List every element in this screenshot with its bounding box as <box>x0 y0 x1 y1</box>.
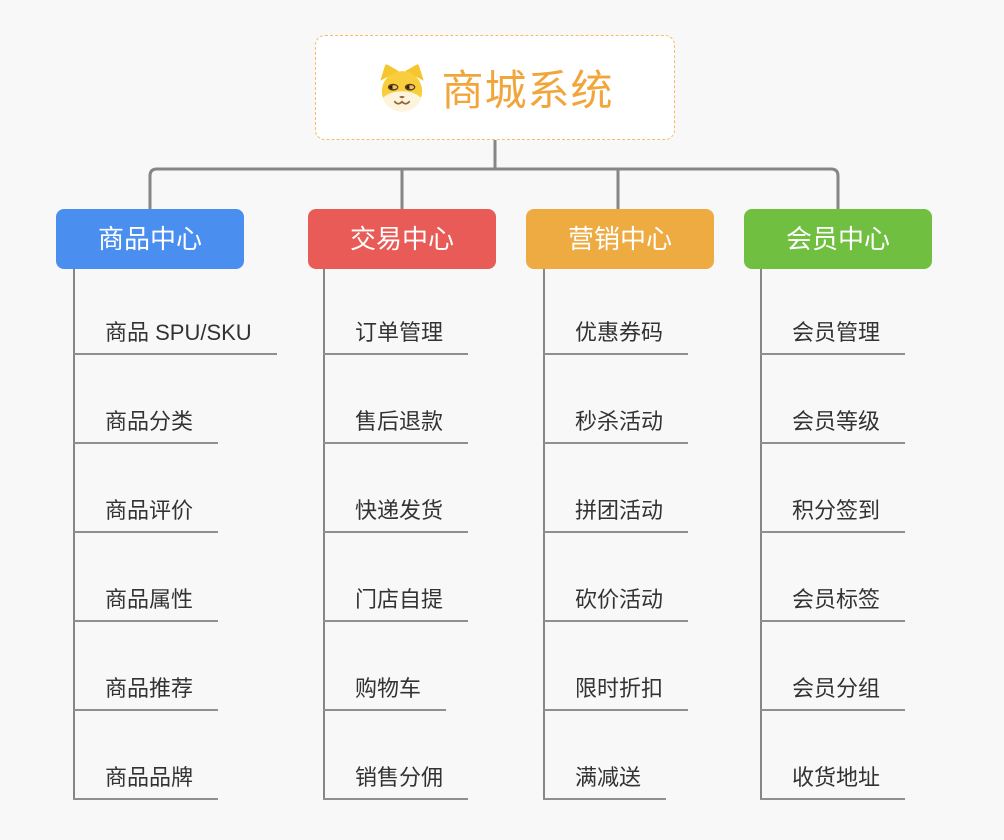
leaf-node[interactable]: 商品推荐 <box>73 669 219 711</box>
leaf-node[interactable]: 满减送 <box>543 758 667 800</box>
branch-label: 商品中心 <box>97 224 202 254</box>
leaf-node[interactable]: 销售分佣 <box>323 758 469 800</box>
dog-face-icon <box>380 63 425 111</box>
leaf-node[interactable]: 会员标签 <box>760 580 906 622</box>
leaf-node[interactable]: 会员分组 <box>760 669 906 711</box>
leaf-node[interactable]: 购物车 <box>323 669 447 711</box>
leaf-node[interactable]: 商品评价 <box>73 491 219 533</box>
leaf-column-trade: 订单管理 售后退款 快递发货 门店自提 购物车 销售分佣 <box>323 269 573 809</box>
leaf-column-member: 会员管理 会员等级 积分签到 会员标签 会员分组 收货地址 <box>760 269 1004 809</box>
root-label: 商城系统 <box>441 67 614 114</box>
leaf-column-marketing: 优惠券码 秒杀活动 拼团活动 砍价活动 限时折扣 满减送 <box>543 269 793 809</box>
leaf-node[interactable]: 商品分类 <box>73 402 219 444</box>
leaf-node[interactable]: 商品 SPU/SKU <box>73 313 277 355</box>
leaf-node[interactable]: 商品品牌 <box>73 758 219 800</box>
leaf-node[interactable]: 门店自提 <box>323 580 469 622</box>
root-node-mall-system[interactable]: 商城系统 <box>315 35 675 140</box>
leaf-node[interactable]: 限时折扣 <box>543 669 689 711</box>
branch-label: 交易中心 <box>349 224 454 254</box>
branch-node-trade-center[interactable]: 交易中心 <box>308 209 496 269</box>
leaf-node[interactable]: 收货地址 <box>760 758 906 800</box>
branch-label: 会员中心 <box>785 224 890 254</box>
branch-node-member-center[interactable]: 会员中心 <box>744 209 932 269</box>
leaf-column-product: 商品 SPU/SKU 商品分类 商品评价 商品属性 商品推荐 商品品牌 <box>73 269 323 809</box>
leaf-node[interactable]: 会员等级 <box>760 402 906 444</box>
leaf-node[interactable]: 快递发货 <box>323 491 469 533</box>
leaf-node[interactable]: 售后退款 <box>323 402 469 444</box>
branch-node-marketing-center[interactable]: 营销中心 <box>526 209 714 269</box>
leaf-node[interactable]: 砍价活动 <box>543 580 689 622</box>
branch-label: 营销中心 <box>567 224 672 254</box>
leaf-node[interactable]: 秒杀活动 <box>543 402 689 444</box>
leaf-node[interactable]: 优惠券码 <box>543 313 689 355</box>
leaf-node[interactable]: 拼团活动 <box>543 491 689 533</box>
leaf-node[interactable]: 积分签到 <box>760 491 906 533</box>
branch-node-product-center[interactable]: 商品中心 <box>56 209 244 269</box>
leaf-node[interactable]: 商品属性 <box>73 580 219 622</box>
leaf-node[interactable]: 会员管理 <box>760 313 906 355</box>
leaf-node[interactable]: 订单管理 <box>323 313 469 355</box>
